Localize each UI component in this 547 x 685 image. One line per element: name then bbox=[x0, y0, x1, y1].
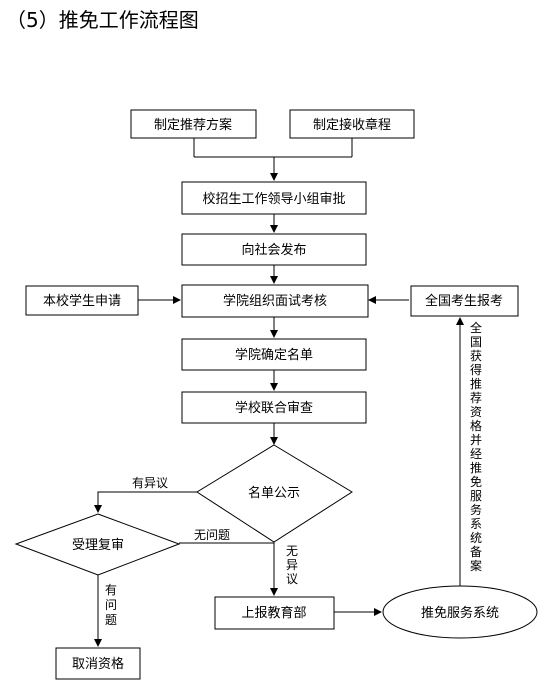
node-rules-label: 制定接收章程 bbox=[313, 117, 391, 133]
edge-label-no-problem: 无问题 bbox=[194, 528, 230, 542]
svg-text:有: 有 bbox=[105, 583, 117, 597]
edge-label-char: 荐 bbox=[470, 391, 482, 405]
node-recheck-label: 受理复审 bbox=[72, 538, 124, 553]
connectors bbox=[94, 138, 464, 647]
svg-text:无: 无 bbox=[286, 544, 298, 558]
edge-label-char: 资 bbox=[470, 405, 482, 419]
edge-label-char: 系 bbox=[470, 517, 482, 531]
node-confirm-list: 学院确定名单 bbox=[181, 338, 367, 371]
node-interview: 学院组织面试考核 bbox=[181, 284, 369, 318]
edge-label-char: 并 bbox=[470, 433, 482, 447]
edge-label-char: 服 bbox=[470, 489, 482, 503]
node-plan-label: 制定推荐方案 bbox=[154, 117, 232, 133]
edge-label-char: 格 bbox=[470, 418, 482, 433]
node-publicity: 名单公示 bbox=[196, 444, 353, 543]
node-recheck: 受理复审 bbox=[14, 513, 181, 576]
node-publish: 向社会发布 bbox=[181, 233, 367, 266]
node-national-apply: 全国考生报考 bbox=[410, 285, 519, 317]
edge-label-char: 统 bbox=[470, 531, 482, 545]
node-service-system: 推免服务系统 bbox=[382, 585, 538, 639]
svg-text:题: 题 bbox=[105, 613, 117, 627]
node-local-apply: 本校学生申请 bbox=[25, 285, 139, 316]
node-interview-label: 学院组织面试考核 bbox=[223, 293, 327, 309]
page-title: （5）推免工作流程图 bbox=[6, 8, 199, 32]
edge-label-char: 推 bbox=[470, 461, 482, 475]
node-report-label: 上报教育部 bbox=[241, 605, 306, 621]
edge-label-no-objection: 无 异 议 bbox=[286, 544, 298, 586]
node-publish-label: 向社会发布 bbox=[241, 242, 306, 258]
node-report: 上报教育部 bbox=[214, 596, 335, 630]
node-leader-approval-label: 校招生工作领导小组审批 bbox=[202, 191, 345, 207]
edge-label-char: 备 bbox=[470, 545, 482, 559]
node-rules: 制定接收章程 bbox=[289, 109, 415, 139]
svg-text:异: 异 bbox=[286, 558, 298, 572]
edge-label-char: 案 bbox=[470, 558, 482, 573]
node-publicity-label: 名单公示 bbox=[248, 485, 300, 501]
node-cancel-label: 取消资格 bbox=[72, 656, 124, 672]
node-service-system-label: 推免服务系统 bbox=[421, 605, 499, 621]
edge-label-char: 国 bbox=[470, 335, 482, 349]
edge-label-char: 得 bbox=[470, 362, 482, 377]
node-plan: 制定推荐方案 bbox=[130, 109, 257, 139]
edge-label-char: 获 bbox=[470, 349, 482, 363]
svg-text:议: 议 bbox=[286, 572, 298, 586]
node-joint-review-label: 学校联合审查 bbox=[235, 400, 313, 416]
node-local-apply-label: 本校学生申请 bbox=[43, 293, 121, 309]
edge-label-char: 推 bbox=[470, 377, 482, 391]
edge-label-char: 全 bbox=[470, 320, 482, 335]
edge-label-char: 务 bbox=[470, 502, 482, 517]
node-national-apply-label: 全国考生报考 bbox=[425, 293, 503, 309]
node-confirm-list-label: 学院确定名单 bbox=[235, 347, 313, 363]
node-leader-approval: 校招生工作领导小组审批 bbox=[181, 181, 367, 215]
node-joint-review: 学校联合审查 bbox=[181, 391, 367, 424]
svg-text:问: 问 bbox=[105, 598, 117, 612]
edge-label-char: 免 bbox=[470, 474, 482, 489]
edge-label-objection: 有异议 bbox=[132, 476, 168, 490]
edge-label-has-problem: 有 问 题 bbox=[105, 583, 117, 627]
edge-label-char: 经 bbox=[470, 447, 482, 461]
node-cancel: 取消资格 bbox=[55, 647, 141, 680]
